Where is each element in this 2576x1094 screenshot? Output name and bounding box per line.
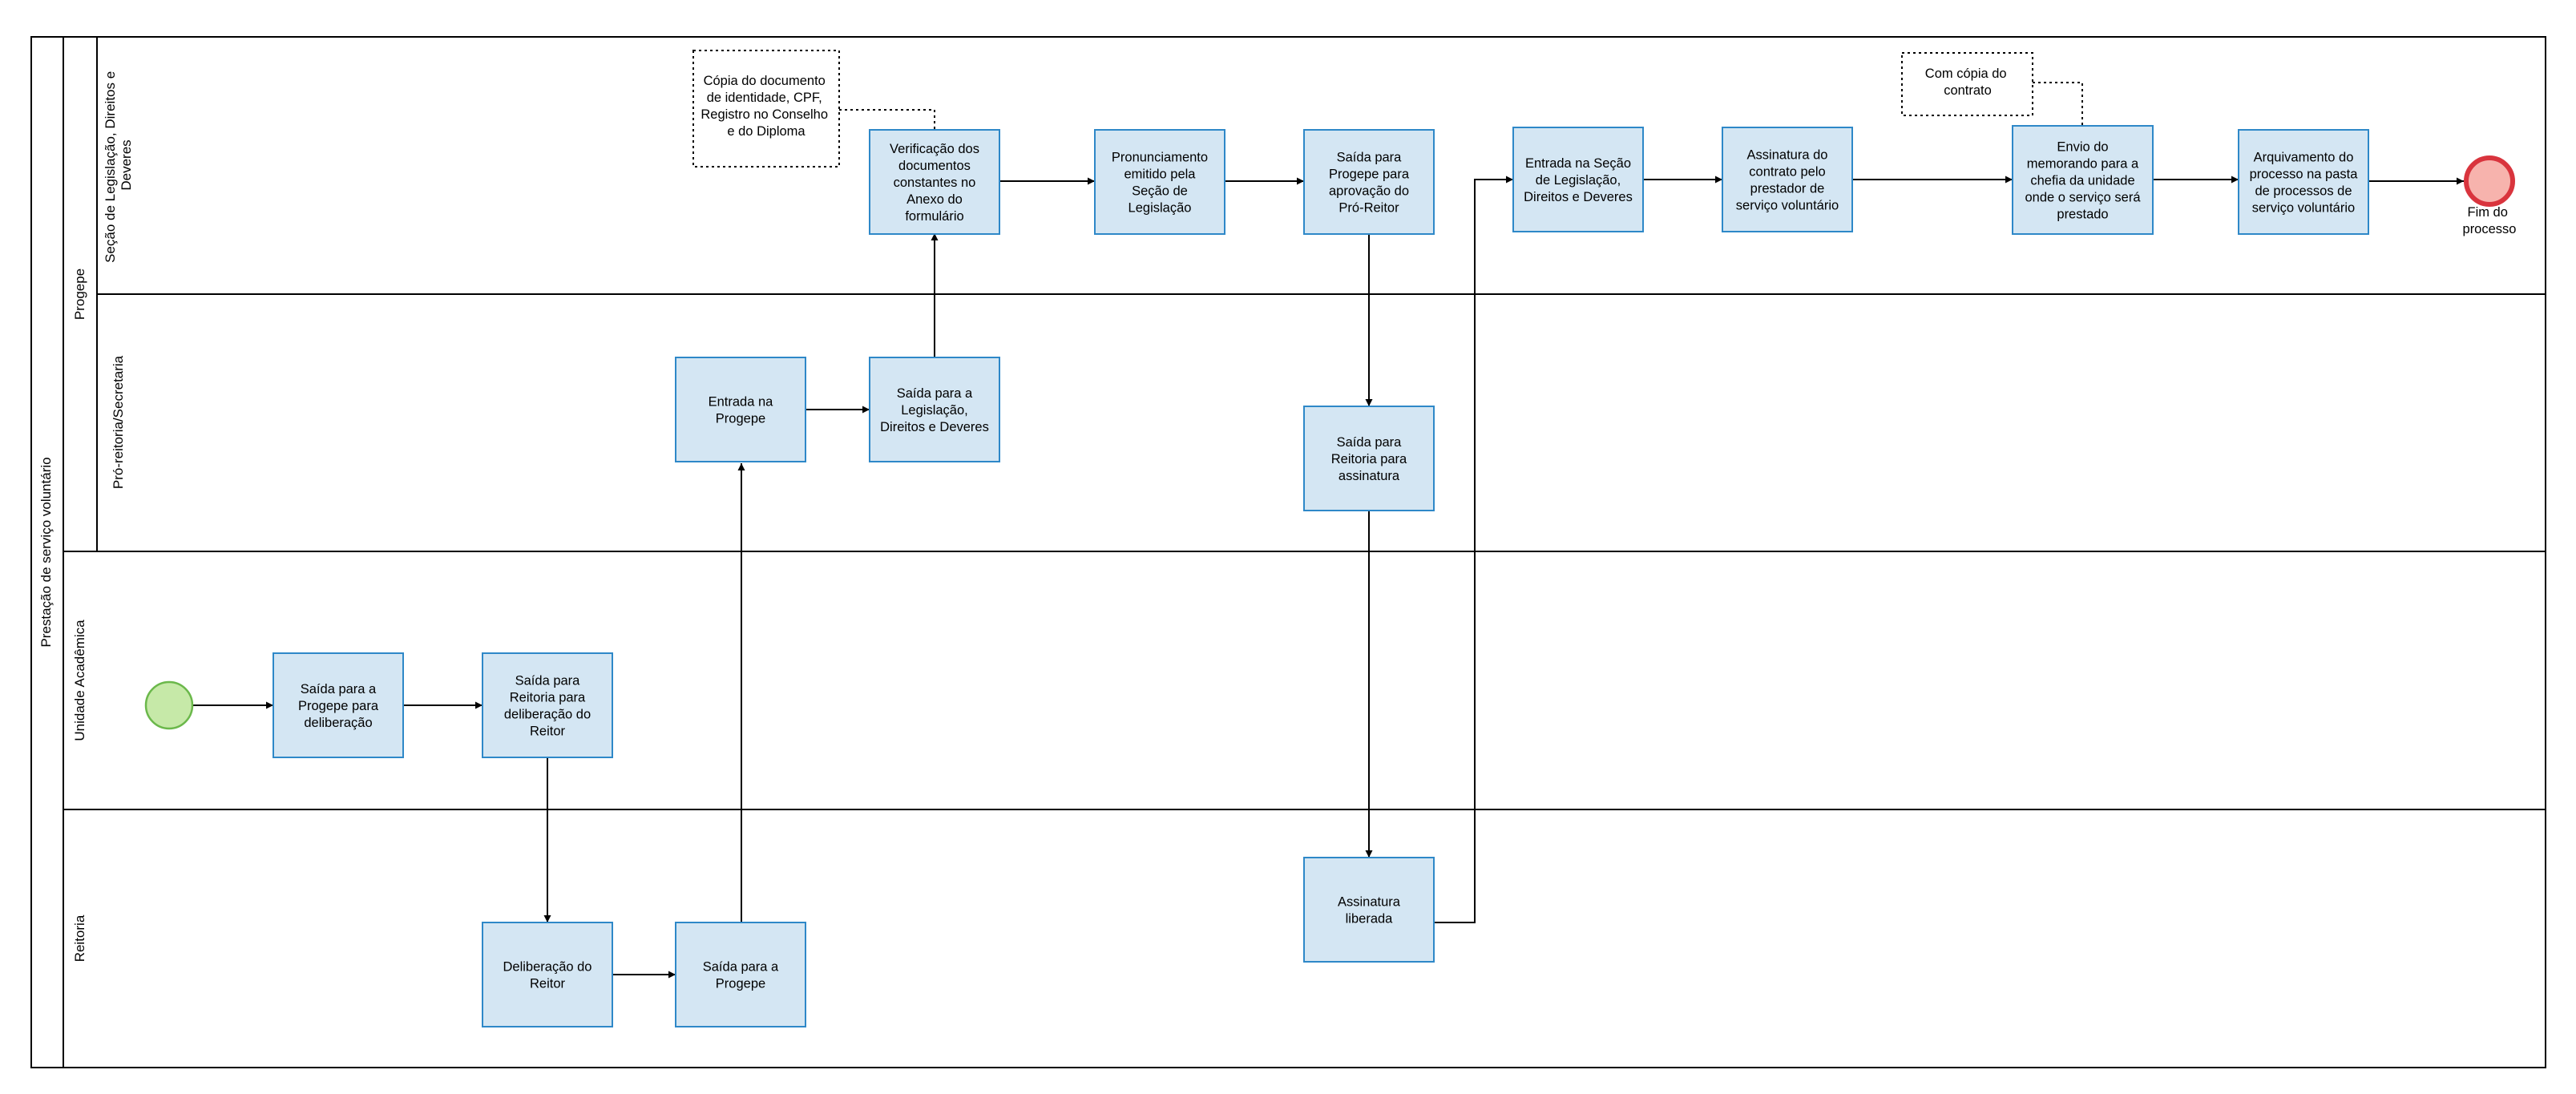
task-box xyxy=(1722,127,1853,232)
annotation-documentos-text: Cópia do documento de identidade, CPF, R… xyxy=(701,74,831,139)
lane-label-reitoria: Reitoria xyxy=(72,914,87,962)
task-box xyxy=(1303,129,1435,235)
lane-label-unidade: Unidade Acadêmica xyxy=(72,620,87,741)
connectors xyxy=(193,176,2464,979)
lane-label-secao: Seção de Legislação, Direitos e Deveres xyxy=(103,67,134,263)
end-event-circle xyxy=(2464,155,2515,207)
lane-label-progepe: Progepe xyxy=(72,268,87,320)
pool-label: Prestação de serviço voluntário xyxy=(38,457,54,647)
annotation-documentos-box xyxy=(692,50,840,168)
flow-to-entrada-secao xyxy=(1434,176,1513,923)
task-box xyxy=(2012,125,2154,235)
annotation-contrato: Com cópia do contrato xyxy=(1901,52,2083,126)
task-box xyxy=(869,357,1000,462)
task-box xyxy=(482,652,613,758)
annotation-contrato-link xyxy=(2033,82,2083,126)
task-box xyxy=(1303,857,1435,963)
task-box xyxy=(1303,406,1435,511)
task-box xyxy=(869,129,1000,235)
pool-frame xyxy=(30,36,2546,1068)
annotation-contrato-box xyxy=(1901,52,2033,116)
task-box xyxy=(1094,129,1225,235)
end-event-label: Fim do processo xyxy=(2463,205,2517,236)
task-box xyxy=(482,922,613,1027)
task-box xyxy=(1512,127,1644,232)
annotation-contrato-text: Com cópia do contrato xyxy=(1925,67,2010,98)
task-box xyxy=(2238,129,2369,235)
task-box xyxy=(273,652,404,758)
task-box xyxy=(675,357,806,462)
start-event xyxy=(144,680,194,730)
task-box xyxy=(675,922,806,1027)
end-event: Fim do processo xyxy=(2463,155,2517,236)
annotation-documentos: Cópia do documento de identidade, CPF, R… xyxy=(692,50,935,168)
lane-label-proreitoria: Pró-reitoria/Secretaria xyxy=(111,355,126,489)
annotation-documentos-link xyxy=(839,109,935,130)
